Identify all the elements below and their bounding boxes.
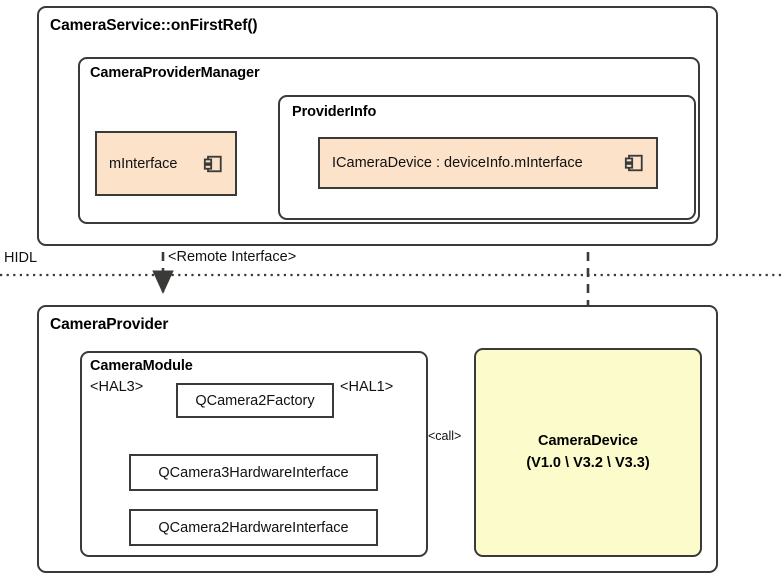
minterface-component[interactable]: mInterface bbox=[95, 131, 237, 196]
camera-module-title: CameraModule bbox=[90, 358, 193, 374]
icameradevice-component[interactable]: ICameraDevice : deviceInfo.mInterface bbox=[318, 137, 658, 189]
camera-device-name: CameraDevice bbox=[538, 433, 638, 450]
qcamera3hardwareinterface-label: QCamera3HardwareInterface bbox=[158, 464, 349, 481]
camera-service-title: CameraService::onFirstRef() bbox=[50, 17, 258, 34]
minterface-component-label: mInterface bbox=[109, 155, 178, 172]
camera-device-versions: (V1.0 \ V3.2 \ V3.3) bbox=[526, 454, 650, 471]
hal1-label: <HAL1> bbox=[340, 379, 394, 395]
remote-interface-label: <Remote Interface> bbox=[167, 249, 298, 265]
hidl-label: HIDL bbox=[4, 250, 38, 266]
provider-info-title: ProviderInfo bbox=[292, 104, 377, 120]
camera-provider-manager-title: CameraProviderManager bbox=[90, 65, 260, 81]
qcamera2hardwareinterface-box[interactable]: QCamera2HardwareInterface bbox=[129, 509, 378, 546]
icameradevice-component-label: ICameraDevice : deviceInfo.mInterface bbox=[332, 155, 583, 171]
qcamera2hardwareinterface-label: QCamera2HardwareInterface bbox=[158, 519, 349, 536]
hal3-label: <HAL3> bbox=[90, 379, 144, 395]
uml-component-icon bbox=[624, 153, 644, 173]
camera-device-box[interactable]: CameraDevice (V1.0 \ V3.2 \ V3.3) bbox=[474, 348, 702, 557]
camera-provider-title: CameraProvider bbox=[50, 316, 169, 333]
call-label: <call> bbox=[428, 429, 462, 443]
qcamera3hardwareinterface-box[interactable]: QCamera3HardwareInterface bbox=[129, 454, 378, 491]
qcamera2factory-label: QCamera2Factory bbox=[195, 392, 315, 409]
uml-component-icon bbox=[203, 154, 223, 174]
qcamera2factory-box[interactable]: QCamera2Factory bbox=[176, 383, 334, 418]
